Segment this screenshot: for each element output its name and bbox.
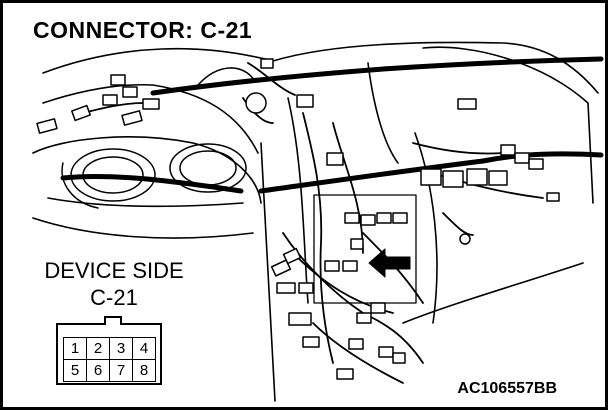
branch-wires — [82, 62, 544, 384]
dashboard-harness-illustration — [32, 41, 604, 402]
pin-5: 5 — [64, 360, 87, 382]
harness-connectors — [36, 58, 560, 380]
pin-7: 7 — [110, 360, 133, 382]
figure-code: AC106557BB — [457, 380, 557, 397]
device-side-caption: DEVICE SIDE C-21 — [31, 257, 197, 311]
connector-pin-diagram: 1 2 3 4 5 6 7 8 — [56, 316, 162, 385]
pin-6: 6 — [87, 360, 110, 382]
main-harness — [60, 56, 604, 194]
pin-3: 3 — [110, 338, 133, 360]
pin-1: 1 — [64, 338, 87, 360]
connector-label: C-21 — [90, 285, 138, 310]
device-side-label: DEVICE SIDE — [44, 258, 184, 283]
diagram-title: CONNECTOR: C-21 — [33, 17, 253, 43]
pin-grid: 1 2 3 4 5 6 7 8 — [63, 337, 156, 382]
pointer-arrow-icon — [368, 248, 411, 278]
pin-2: 2 — [87, 338, 110, 360]
dashboard-outline — [32, 41, 599, 402]
connector-latch — [104, 316, 122, 325]
pin-4: 4 — [133, 338, 156, 360]
connector-area-box — [313, 194, 417, 304]
pin-8: 8 — [133, 360, 156, 382]
